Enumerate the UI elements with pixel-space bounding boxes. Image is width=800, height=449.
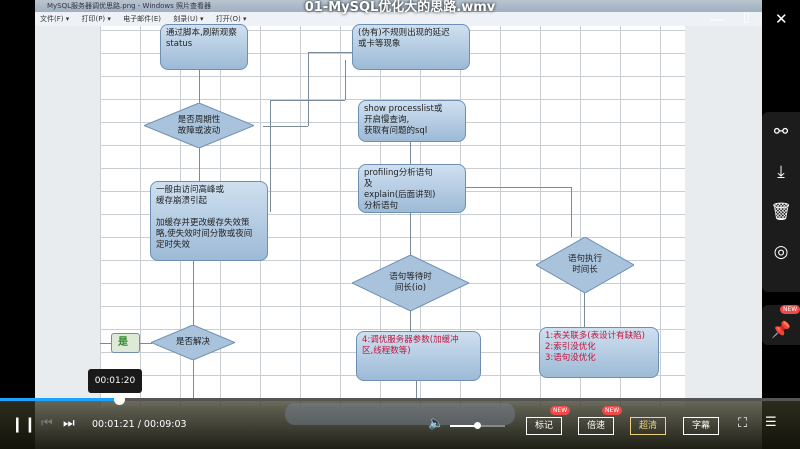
diamond-solved: 是否解决 [151, 325, 235, 360]
hover-time-tooltip: 00:01:20 [88, 369, 142, 393]
diamond-io-label: 语句等待时 间长(io) [389, 272, 432, 293]
diamond-periodic-label: 是否周期性 故障或波动 [177, 114, 221, 136]
connector [410, 311, 411, 331]
connector [100, 343, 111, 344]
diamond-exec-label: 语句执行 时间长 [567, 254, 602, 275]
viewer-title: MySQL服务器调优思路.png - Windows 照片查看器 [35, 0, 762, 12]
connector [345, 60, 346, 100]
volume-fill [450, 422, 480, 429]
connector [193, 360, 194, 400]
close-icon[interactable]: ✕ [775, 10, 788, 28]
pin-icon: 📌 [771, 319, 791, 339]
volume-icon[interactable]: 🔈 [428, 416, 445, 431]
connector [270, 100, 271, 212]
connector [263, 126, 308, 127]
viewer-toolbar [285, 403, 515, 425]
menu-file: 文件(F) ▾ [40, 15, 70, 23]
fullscreen-icon[interactable]: ⛶ [738, 416, 748, 431]
mark-button[interactable]: 标记 [526, 417, 562, 435]
side-toolbar: ⚯ ⤓ 🗑 ◎ [762, 112, 800, 292]
connector [270, 100, 345, 101]
time-display: 00:01:21 / 00:09:03 [92, 419, 187, 430]
video-title: 01-MySQL优化大的思路.wmv [304, 0, 496, 15]
progress-bar[interactable] [0, 394, 800, 405]
previous-icon[interactable]: ⏮ [41, 416, 53, 431]
viewer-menubar: 文件(F) ▾ 打印(P) ▾ 电子邮件(E) 刻录(U) ▾ 打开(O) ▾ [35, 12, 762, 26]
connector [140, 343, 152, 344]
connector [584, 293, 585, 327]
delete-icon[interactable]: 🗑 [770, 202, 792, 222]
menu-email: 电子邮件(E) [123, 15, 162, 23]
connector [466, 187, 571, 188]
menu-open: 打开(O) ▾ [215, 15, 247, 23]
volume-slider[interactable] [450, 422, 505, 429]
share-icon[interactable]: ⚯ [773, 122, 789, 142]
new-badge: NEW [602, 406, 623, 415]
menu-print: 打印(P) ▾ [81, 15, 111, 23]
box-profiling: profiling分析语句 及 explain(后面讲到) 分析语句 [358, 164, 466, 213]
diamond-periodic: 是否周期性 故障或波动 [144, 103, 254, 148]
connector [416, 381, 417, 400]
progress-fill [0, 398, 120, 401]
connector [410, 213, 411, 255]
box-peak: 一般由访问高峰或 缓存崩溃引起 加缓存并更改缓存失效策 略,使失效时间分散或夜间… [150, 181, 268, 261]
download-icon[interactable]: ⤓ [777, 162, 785, 182]
minimize-icon[interactable]: — [710, 10, 725, 28]
box-status: 通过脚本,刷新观察 status [160, 24, 248, 70]
connector [410, 142, 411, 164]
diamond-solved-label: 是否解决 [175, 337, 210, 347]
new-badge: NEW [780, 305, 800, 314]
diamond-io: 语句等待时 间长(io) [352, 255, 469, 311]
connector [308, 52, 309, 126]
next-icon[interactable]: ⏭ [63, 416, 75, 431]
current-time: 00:01:21 [92, 419, 135, 430]
duration: 00:09:03 [143, 419, 187, 430]
box-server-params: 4:调优服务器参数(加缓冲 区,线程数等) [356, 331, 481, 381]
connector [308, 52, 352, 53]
box-irregular: (伪有)不规则出现的延迟 或卡等现象 [352, 24, 470, 70]
quality-button[interactable]: 超清 [630, 417, 666, 435]
settings-icon[interactable]: ◎ [773, 242, 789, 262]
box-sql-causes: 1:表关联多(表设计有缺陷) 2:索引没优化 3:语句没优化 [539, 327, 659, 378]
menu-burn: 刻录(U) ▾ [173, 15, 204, 23]
pause-icon[interactable]: ❙❙ [11, 415, 37, 433]
connector [571, 187, 572, 237]
connector [199, 70, 200, 103]
new-badge: NEW [550, 406, 571, 415]
connector [199, 148, 200, 181]
connector [193, 261, 194, 325]
time-separator: / [134, 419, 144, 430]
speed-button[interactable]: 倍速 [578, 417, 614, 435]
playlist-icon[interactable]: ☰ [765, 415, 777, 430]
box-yes: 是 [111, 333, 140, 353]
maximize-icon[interactable]: ▯ [743, 10, 751, 25]
diamond-exec: 语句执行 时间长 [536, 237, 634, 293]
subtitle-button[interactable]: 字幕 [683, 417, 719, 435]
player-controls [0, 400, 800, 449]
box-processlist: show processlist或 开启慢查询, 获取有问题的sql [358, 100, 466, 142]
progress-knob[interactable] [114, 394, 126, 405]
